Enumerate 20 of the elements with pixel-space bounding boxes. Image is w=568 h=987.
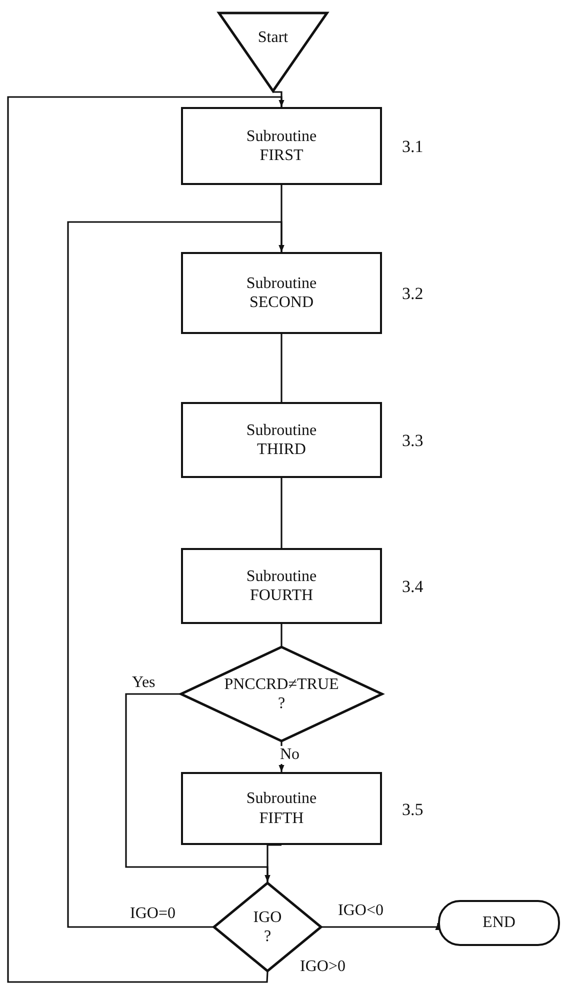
edge-label: No <box>278 746 302 764</box>
node-text: Subroutine THIRD <box>246 420 317 460</box>
connector-arrow <box>67 221 284 928</box>
connector-arrow <box>7 96 284 983</box>
connector-arrow <box>322 923 441 930</box>
step-number: 3.3 <box>402 431 424 451</box>
connector-arrow <box>264 844 282 882</box>
node-text: END <box>482 913 516 933</box>
node-text: IGO ? <box>253 908 282 946</box>
terminal-box <box>438 900 560 946</box>
node-text: Subroutine FIFTH <box>246 789 317 828</box>
node-text: Subroutine FOURTH <box>246 566 317 606</box>
step-number: 3.5 <box>402 800 424 820</box>
node-text: PNCCRD≠TRUE ? <box>224 674 339 714</box>
node-text: Subroutine SECOND <box>246 274 317 312</box>
step-number: 3.2 <box>402 284 424 304</box>
step-number: 3.1 <box>402 137 424 157</box>
node-text: Subroutine FIRST <box>246 126 317 166</box>
step-number: 3.4 <box>402 577 424 597</box>
node-text: Start <box>258 28 288 48</box>
